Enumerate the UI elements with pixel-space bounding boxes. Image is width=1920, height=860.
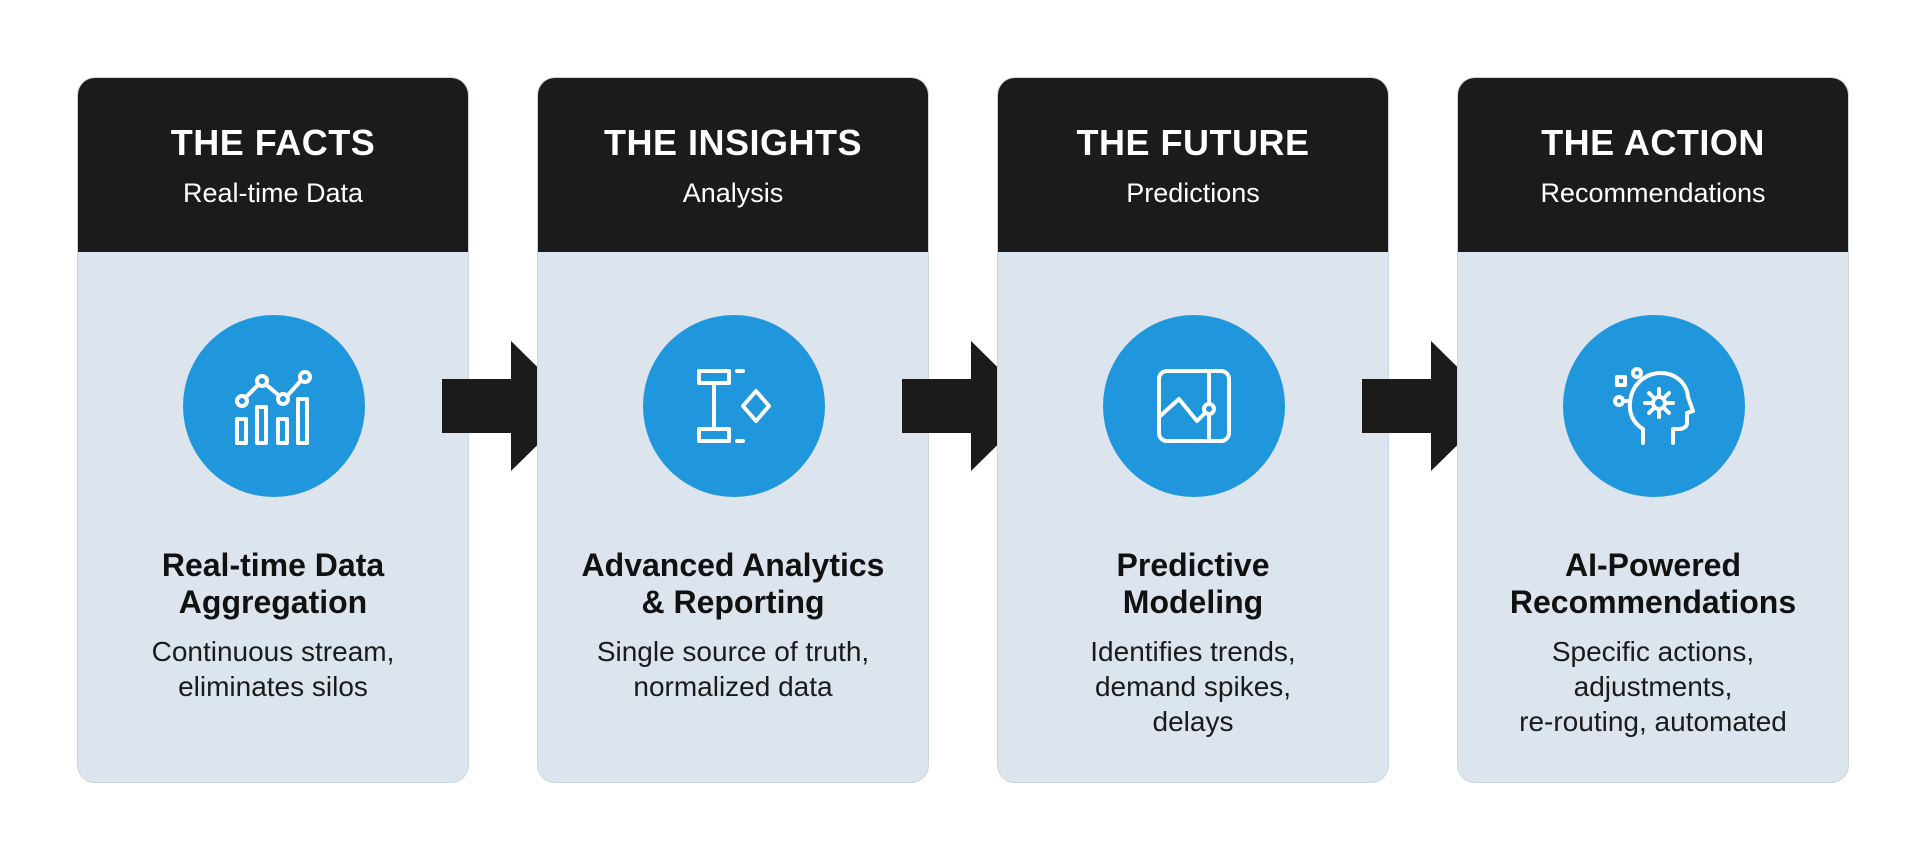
framed-trend-chart-icon: [1103, 315, 1285, 497]
text-cursor-diamond-icon: [643, 315, 825, 497]
card-heading: Advanced Analytics & Reporting: [581, 547, 885, 620]
stage-card-future: THE FUTURE Predictions Predictive Modeli…: [997, 77, 1389, 783]
card-heading: Real-time Data Aggregation: [161, 547, 385, 620]
card-title: THE FACTS: [170, 122, 376, 163]
card-description: Identifies trends, demand spikes, delays: [1090, 636, 1296, 737]
card-heading: Predictive Modeling: [1116, 547, 1270, 620]
analytics-chart-icon: [183, 315, 365, 497]
card-description: Specific actions, adjustments, re-routin…: [1519, 636, 1787, 737]
card-header: THE INSIGHTS Analysis: [538, 78, 928, 252]
card-title: THE FUTURE: [1076, 122, 1310, 163]
card-title: THE ACTION: [1541, 122, 1765, 163]
stage-card-facts: THE FACTS Real-time Data Real-time Data …: [77, 77, 469, 783]
card-title: THE INSIGHTS: [603, 122, 863, 163]
card-subtitle: Real-time Data: [182, 178, 364, 208]
card-description: Single source of truth, normalized data: [596, 636, 870, 702]
card-heading: AI-Powered Recommendations: [1509, 547, 1797, 620]
card-subtitle: Predictions: [1126, 178, 1260, 208]
stage-card-insights: THE INSIGHTS Analysis Advanced Analytics…: [537, 77, 929, 783]
card-header: THE FACTS Real-time Data: [78, 78, 468, 252]
card-header: THE FUTURE Predictions: [998, 78, 1388, 252]
stage-card-action: THE ACTION Recommendations AI-Powered Re…: [1457, 77, 1849, 783]
card-header: THE ACTION Recommendations: [1458, 78, 1848, 252]
ai-head-gear-icon: [1563, 315, 1745, 497]
card-subtitle: Recommendations: [1540, 178, 1766, 208]
card-description: Continuous stream, eliminates silos: [151, 636, 395, 702]
card-subtitle: Analysis: [682, 178, 784, 208]
